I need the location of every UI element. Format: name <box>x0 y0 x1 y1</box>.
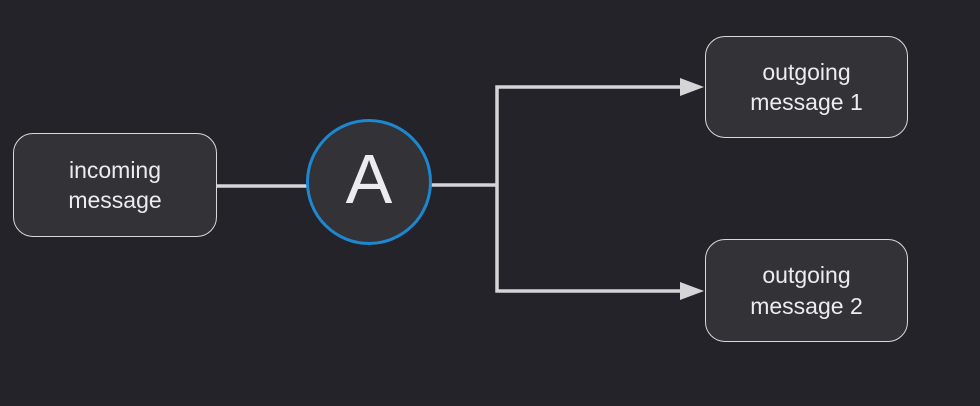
outgoing-message-1-node: outgoing message 1 <box>705 36 908 138</box>
arrowhead-icon-outgoing-2 <box>680 282 704 300</box>
arrowhead-icon-outgoing-1 <box>680 78 704 96</box>
processor-label: A <box>345 140 393 218</box>
edge-junction-branches <box>495 85 681 293</box>
outgoing-message-1-label: outgoing message 1 <box>750 58 863 115</box>
outgoing-message-2-label: outgoing message 2 <box>750 262 863 319</box>
outgoing-message-2-node: outgoing message 2 <box>705 239 908 342</box>
incoming-message-label: incoming message <box>68 156 162 213</box>
processor-node-a: A <box>306 119 432 245</box>
incoming-message-node: incoming message <box>13 133 217 237</box>
